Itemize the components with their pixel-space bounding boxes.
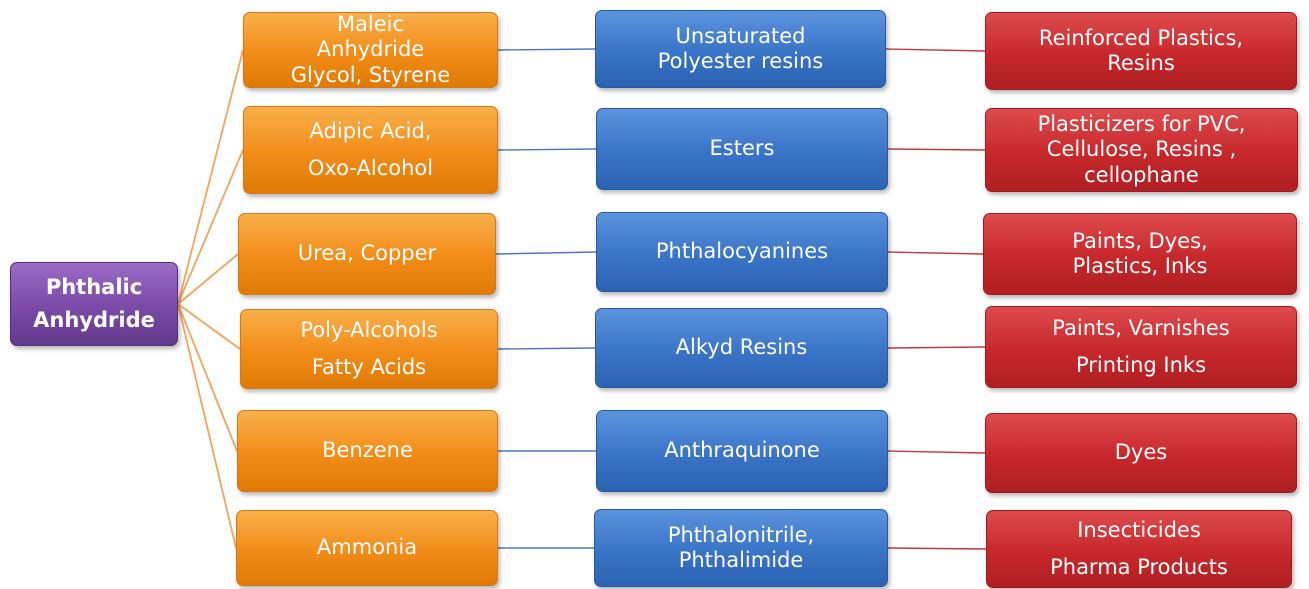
node-label-line: Adipic Acid, [309, 119, 432, 144]
input-node-ammonia: Ammonia [236, 510, 498, 586]
node-label-line: Dyes [1114, 440, 1168, 465]
node-label-line: Benzene [322, 438, 413, 463]
root-to-input-connector [177, 149, 244, 305]
node-label-line: Maleic [336, 12, 405, 37]
use-node-paints-dyes: Paints, Dyes, Plastics, Inks [983, 213, 1297, 295]
node-label-line: Unsaturated [675, 23, 806, 48]
node-label-line: Fatty Acids [311, 355, 427, 379]
use-node-paints-varnishes: Paints, Varnishes Printing Inks [985, 306, 1297, 388]
input-to-product-connector [497, 48, 596, 51]
node-label-line: Plasticizers for PVC, [1037, 112, 1246, 137]
input-node-poly-alcohols: Poly-Alcohols Fatty Acids [240, 309, 498, 389]
use-node-plasticizers: Plasticizers for PVC, Cellulose, Resins … [985, 108, 1298, 192]
node-label-line: Phthalonitrile, [667, 522, 815, 547]
node-label-line: Paints, Varnishes [1052, 316, 1230, 341]
node-label-line: Pharma Products [1050, 555, 1228, 579]
product-to-use-connector [887, 251, 984, 255]
use-node-reinforced-plastics: Reinforced Plastics, Resins [985, 12, 1297, 90]
node-label-line: Paints, Dyes, [1072, 228, 1208, 253]
input-to-product-connector [497, 347, 596, 350]
input-to-product-connector [497, 148, 597, 151]
product-node-phthalonitrile: Phthalonitrile, Phthalimide [594, 509, 888, 587]
node-label-line: Poly-Alcohols [300, 318, 438, 343]
input-to-product-connector [495, 251, 597, 255]
node-label-line: Phthalimide [678, 548, 804, 572]
root-label-line: Phthalic [45, 275, 143, 300]
root-to-input-connector [177, 303, 241, 350]
product-to-use-connector [887, 450, 986, 454]
root-label-line: Anhydride [33, 308, 155, 332]
node-label-line: Anthraquinone [664, 438, 820, 463]
node-label-line: Reinforced Plastics, [1038, 25, 1244, 50]
product-node-phthalocyanines: Phthalocyanines [596, 212, 888, 292]
input-node-adipic-acid: Adipic Acid, Oxo-Alcohol [243, 106, 498, 194]
product-node-anthraquinone: Anthraquinone [596, 410, 888, 492]
input-node-urea-copper: Urea, Copper [238, 213, 496, 295]
product-node-alkyd-resins: Alkyd Resins [595, 308, 888, 388]
node-label-line: Plastics, Inks [1072, 254, 1208, 278]
root-to-input-connector [177, 303, 238, 452]
input-node-benzene: Benzene [237, 410, 498, 492]
node-label-line: Glycol, Styrene [290, 62, 451, 87]
node-label-line: Anhydride [316, 37, 425, 62]
node-label-line: Phthalocyanines [655, 239, 829, 264]
use-node-insecticides: Insecticides Pharma Products [986, 510, 1292, 588]
product-to-use-connector [887, 346, 986, 349]
root-node-phthalic-anhydride: Phthalic Anhydride [10, 262, 178, 346]
node-label-line: Urea, Copper [297, 241, 437, 266]
node-label-line: Printing Inks [1075, 353, 1207, 377]
node-label-line: Polyester resins [657, 49, 824, 73]
root-to-input-connector [177, 303, 237, 549]
node-label-line: Cellulose, Resins , [1046, 137, 1237, 162]
node-label-line: Resins [1107, 51, 1175, 75]
node-label-line: cellophane [1084, 162, 1199, 187]
product-node-esters: Esters [596, 108, 888, 190]
use-node-dyes: Dyes [985, 413, 1297, 493]
node-label-line: Insecticides [1077, 518, 1201, 543]
product-to-use-connector [887, 148, 986, 151]
node-label-line: Ammonia [316, 535, 418, 560]
product-to-use-connector [885, 48, 986, 52]
input-node-maleic-anhydride: Maleic Anhydride Glycol, Styrene [243, 12, 498, 88]
root-to-input-connector [177, 253, 239, 305]
product-node-unsaturated-polyester: Unsaturated Polyester resins [595, 10, 886, 88]
node-label-line: Oxo-Alcohol [307, 156, 434, 180]
product-to-use-connector [887, 547, 987, 550]
node-label-line: Esters [709, 136, 775, 161]
root-to-input-connector [177, 49, 244, 305]
node-label-line: Alkyd Resins [675, 335, 808, 360]
